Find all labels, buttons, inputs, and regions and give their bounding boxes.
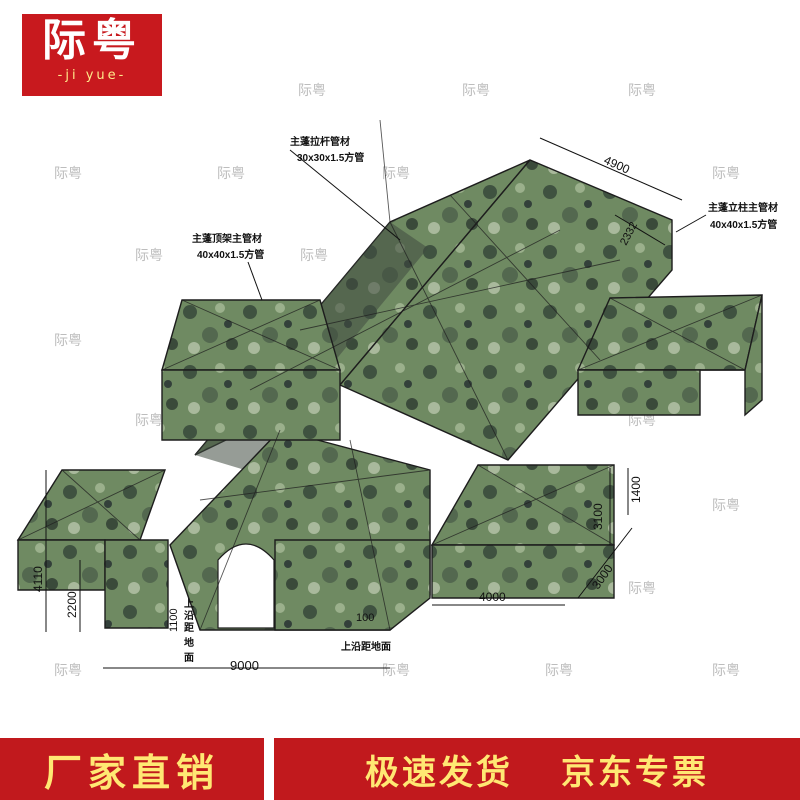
leader-line (289, 149, 401, 241)
frame-line (299, 259, 621, 331)
wall (104, 539, 169, 629)
frame-line (379, 119, 391, 223)
front-lower-wall (104, 539, 431, 631)
watermark: 际粤 (712, 166, 740, 182)
banner-mid-text: 极速发货 (365, 752, 513, 793)
wing-top (161, 299, 341, 371)
dim-slant (614, 214, 666, 246)
frame-line (249, 229, 561, 391)
dim-label-4900: 4900 (602, 153, 632, 177)
door-opening (217, 543, 275, 629)
watermark: 际粤 (628, 413, 656, 429)
wing-tent-right-rear (576, 294, 763, 417)
note-ground-v-3: 距 (184, 622, 194, 634)
dimension-lines (45, 137, 707, 669)
wing-front (577, 369, 701, 416)
dim-label-2200: 2200 (65, 591, 79, 618)
label-roof-frame-2: 40x40x1.5方管 (197, 248, 264, 261)
watermark: 际粤 (712, 663, 740, 679)
dim-3000 (577, 527, 633, 599)
dim-label-4110: 4110 (31, 566, 45, 592)
note-ground-h: 上沿距地面 (341, 640, 391, 653)
label-top-beam-1: 主蓬拉杆管材 (290, 135, 350, 148)
watermark: 际粤 (54, 166, 82, 182)
brand-name: 际粤 (42, 15, 142, 66)
watermark: 际粤 (462, 83, 490, 99)
frame-line (577, 294, 763, 371)
frame-line (181, 299, 341, 371)
banner-promo: 极速发货 京东专票 (274, 738, 800, 800)
wing-tent-right-front (430, 464, 615, 599)
watermark: 际粤 (300, 248, 328, 264)
label-column-1: 主蓬立柱主管材 (708, 201, 778, 214)
dim-label-3100: 3100 (591, 503, 605, 530)
watermark: 际粤 (545, 663, 573, 679)
watermark: 际粤 (54, 663, 82, 679)
frame-line (609, 297, 746, 371)
brand-subtitle: -ji yue- (57, 68, 127, 83)
frame-line (199, 469, 431, 501)
banner-right-text: 京东专票 (561, 752, 709, 793)
frame-line (199, 429, 281, 631)
dim-label-1400: 1400 (629, 476, 643, 503)
frame-line (389, 221, 509, 461)
dim-label-1100: 1100 (168, 608, 180, 632)
watermark: 际粤 (54, 333, 82, 349)
watermark: 际粤 (135, 413, 163, 429)
frame-line (349, 439, 391, 631)
wing-front (431, 544, 615, 599)
banner-factory-direct: 厂家直销 (0, 738, 264, 800)
watermark: 际粤 (382, 166, 410, 182)
dim-label-4000: 4000 (479, 590, 506, 604)
leader-line (675, 214, 707, 233)
dim-label-9000: 9000 (230, 658, 259, 673)
watermark: 际粤 (628, 83, 656, 99)
leader-line (247, 261, 263, 301)
frame-line (339, 159, 531, 386)
dim-label-100: 100 (356, 612, 374, 624)
watermark: 际粤 (135, 248, 163, 264)
annotation-text: 主蓬拉杆管材 30x30x1.5方管 主蓬顶架主管材 40x40x1.5方管 主… (31, 135, 778, 673)
wing-tent-left-rear (161, 299, 341, 441)
label-top-beam-2: 30x30x1.5方管 (297, 151, 364, 164)
watermark: 际粤 (628, 581, 656, 597)
frame-line (61, 469, 141, 541)
label-column-2: 40x40x1.5方管 (710, 218, 777, 231)
watermark: 际粤 (382, 663, 410, 679)
label-roof-frame-1: 主蓬顶架主管材 (192, 232, 262, 245)
wall (274, 539, 431, 631)
note-ground-v-5: 面 (184, 652, 194, 664)
frame-line (161, 299, 321, 371)
wing-front (161, 369, 341, 441)
watermark: 际粤 (217, 166, 245, 182)
watermark: 际粤 (298, 83, 326, 99)
brand-logo: 际粤 -ji yue- (22, 14, 162, 96)
dim-4900 (539, 137, 683, 201)
frame-line (477, 464, 615, 546)
watermark: 际粤 (712, 498, 740, 514)
note-ground-v-2: 沿 (184, 609, 194, 622)
note-ground-v-4: 地 (184, 636, 194, 649)
frame-line (17, 469, 166, 541)
frame-lines (17, 119, 763, 631)
note-ground-v-1: 上 (184, 597, 194, 610)
frame-line (431, 464, 615, 546)
banner-left-text: 厂家直销 (43, 749, 220, 795)
frame-line (449, 194, 601, 361)
